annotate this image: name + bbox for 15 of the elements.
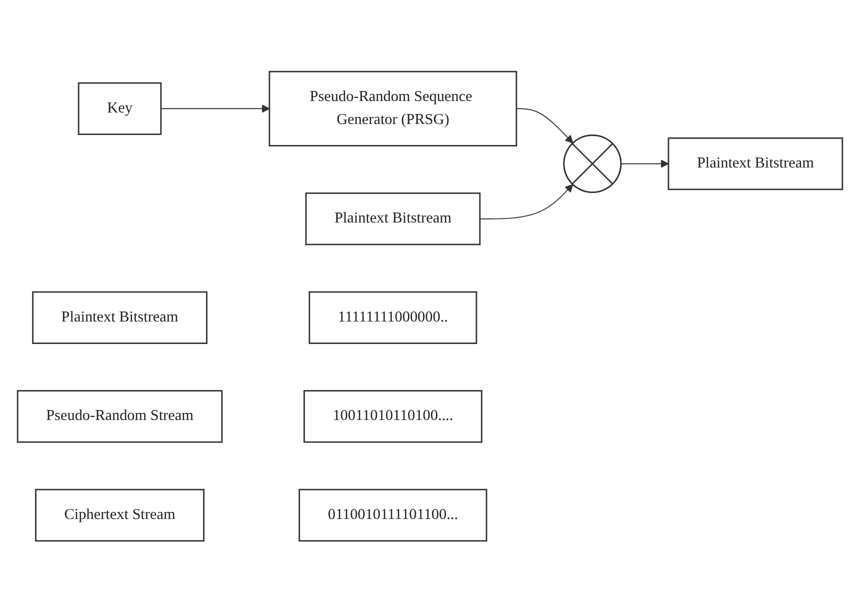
node-box: [16, 390, 223, 443]
node-box: [305, 192, 481, 245]
flowchart-diagram: Key Pseudo-Random Sequence Generator (PRSG) Plaintext Bitstream Plaintext Bitstream Plaintext Bitstream 11111111000000.. Pseudo-Random Stream 10011010110100.... Ciphertext Stream 0110010111101100...: [10, 64, 850, 548]
node-box: [303, 390, 482, 443]
arrow: [479, 184, 574, 220]
node-box: [78, 82, 162, 135]
arrow: [620, 159, 669, 168]
node-box: [32, 291, 208, 344]
arrow: [516, 108, 574, 144]
node-box: [668, 137, 844, 190]
arrow: [160, 104, 270, 113]
node-box: [298, 488, 488, 542]
node-box: [308, 291, 478, 344]
node-box: [268, 70, 518, 146]
node-box: [35, 488, 204, 542]
